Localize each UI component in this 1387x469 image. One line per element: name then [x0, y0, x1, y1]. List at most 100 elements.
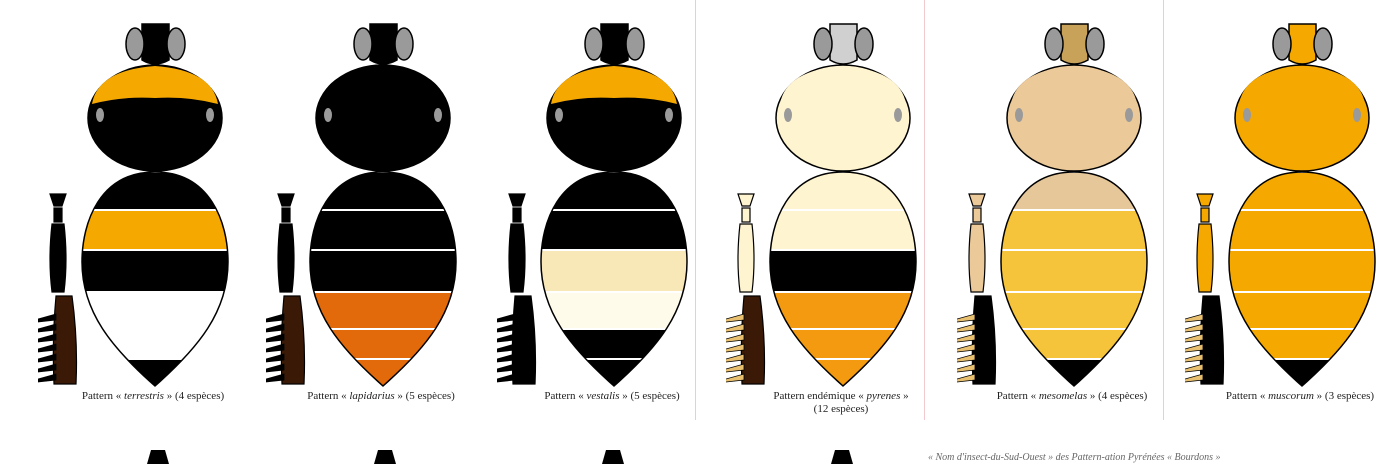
pattern-panel-terrestris: Pattern « terrestris » (4 espèces) [38, 0, 268, 430]
tergite-5 [1225, 329, 1380, 359]
leg-femur [278, 224, 294, 292]
tergite-1 [766, 172, 921, 210]
leg-spine [1185, 374, 1203, 384]
thorax [1235, 65, 1369, 171]
pattern-name: terrestris [124, 390, 164, 402]
bee-diagram-terrestris [38, 0, 268, 400]
tergite-4 [537, 292, 692, 329]
leg-spine [726, 374, 744, 384]
head [814, 24, 873, 64]
leg-trochanter [1201, 208, 1209, 222]
tergite-1 [306, 172, 461, 210]
leg-trochanter [282, 208, 290, 222]
thorax [1007, 65, 1141, 171]
pattern-caption: Pattern « lapidarius » (5 espèces) [266, 390, 496, 403]
right-tegula [206, 108, 214, 122]
partial-bee-head [598, 446, 628, 464]
right-eye [167, 28, 185, 60]
caption-species-count: » (4 espèces) [1087, 390, 1147, 402]
tergite-3 [306, 250, 461, 292]
tergite-5 [766, 329, 921, 359]
leg-coxa [278, 194, 294, 206]
pattern-name: muscorum [1268, 390, 1314, 402]
left-eye [814, 28, 832, 60]
right-eye [395, 28, 413, 60]
tergite-3 [997, 250, 1152, 292]
tergite-3 [78, 250, 233, 292]
head [126, 24, 185, 64]
tergite-2 [997, 210, 1152, 250]
panel-divider [695, 0, 696, 420]
leg-coxa [509, 194, 525, 206]
tergite-1 [997, 172, 1152, 210]
abdomen [537, 172, 692, 389]
pattern-panel-pyrenes: Pattern endémique « pyrenes » (12 espèces… [726, 0, 956, 430]
tergite-6 [766, 359, 921, 389]
caption-line2: (12 espèces) [814, 403, 869, 415]
tergite-2 [306, 210, 461, 250]
panel-divider [1163, 0, 1164, 420]
leg-spine [266, 314, 284, 324]
tergite-4 [78, 292, 233, 329]
right-tegula [1125, 108, 1133, 122]
partial-bee-head [827, 446, 857, 464]
leg-femur [50, 224, 66, 292]
leg-spine [957, 374, 975, 384]
thorax [316, 65, 450, 171]
pattern-caption: Pattern « terrestris » (4 espèces) [38, 390, 268, 403]
partial-bee-head [143, 446, 173, 464]
caption-prefix: Pattern « [997, 390, 1039, 402]
leg-trochanter [54, 208, 62, 222]
bee-diagram-vestalis [497, 0, 727, 400]
left-tegula [96, 108, 104, 122]
right-tegula [1353, 108, 1361, 122]
hind-leg [497, 194, 536, 384]
tergite-1 [537, 172, 692, 210]
hind-leg [38, 194, 77, 384]
leg-femur [969, 224, 985, 292]
pattern-name: pyrenes [867, 390, 901, 402]
caption-prefix: Pattern « [544, 390, 586, 402]
hind-leg [726, 194, 765, 384]
caption-species-count: » [900, 390, 908, 402]
head-capsule [830, 24, 857, 64]
leg-trochanter [742, 208, 750, 222]
tergite-1 [78, 172, 233, 210]
tergite-2 [1225, 210, 1380, 250]
hind-leg [1185, 194, 1224, 384]
tergite-4 [766, 292, 921, 329]
caption-species-count: » (3 espèces) [1314, 390, 1374, 402]
leg-spine [38, 374, 56, 384]
leg-spine [266, 374, 284, 384]
pattern-row: Pattern « terrestris » (4 espèces)Patter… [0, 0, 1387, 430]
abdomen [997, 172, 1152, 389]
leg-coxa [50, 194, 66, 206]
panel-divider [924, 0, 925, 420]
abdomen [766, 172, 921, 389]
left-eye [1045, 28, 1063, 60]
head-capsule [142, 24, 169, 64]
tergite-5 [306, 329, 461, 359]
caption-species-count: » (4 espèces) [164, 390, 224, 402]
bee-diagram-mesomelas [957, 0, 1187, 400]
leg-tibia-brush [741, 296, 764, 384]
tergite-5 [997, 329, 1152, 359]
tergite-3 [766, 250, 921, 292]
right-tegula [434, 108, 442, 122]
left-tegula [1243, 108, 1251, 122]
tergite-6 [78, 359, 233, 389]
abdomen [1225, 172, 1380, 389]
leg-spine [957, 314, 975, 324]
pattern-name: mesomelas [1039, 390, 1087, 402]
bee-diagram-muscorum [1185, 0, 1387, 400]
right-tegula [665, 108, 673, 122]
leg-spine [497, 314, 515, 324]
caption-prefix: Pattern endémique « [773, 390, 866, 402]
caption-prefix: Pattern « [82, 390, 124, 402]
head-capsule [370, 24, 397, 64]
tergite-4 [306, 292, 461, 329]
leg-tibia-brush [512, 296, 535, 384]
tergite-4 [997, 292, 1152, 329]
caption-species-count: » (5 espèces) [395, 390, 455, 402]
left-eye [354, 28, 372, 60]
